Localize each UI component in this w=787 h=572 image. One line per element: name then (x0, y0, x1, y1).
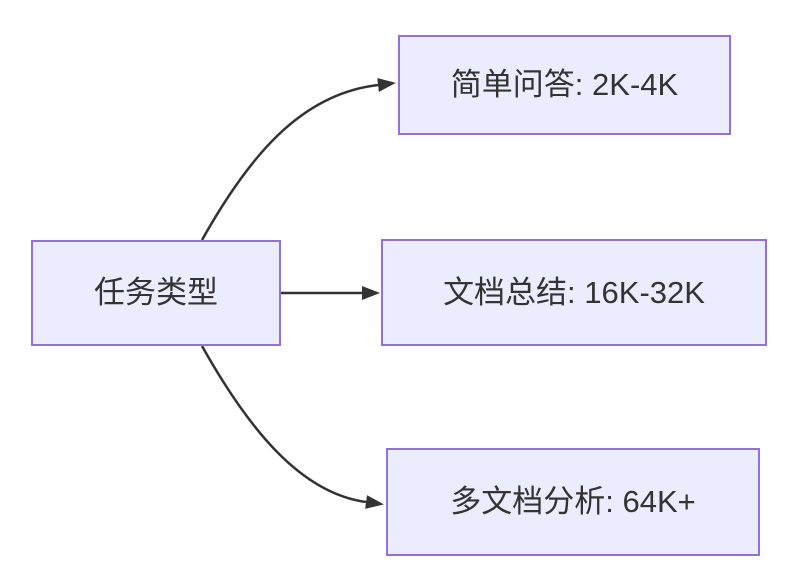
edge-root-to-simple-qa-arrow (200, 78, 396, 241)
node-simple-qa: 简单问答: 2K-4K (398, 35, 731, 135)
edge-root-to-multi-doc-arrow (200, 345, 384, 509)
node-task-type-label: 任务类型 (94, 275, 218, 311)
node-multi-doc-analysis-label: 多文档分析: 64K+ (450, 484, 696, 520)
node-simple-qa-label: 简单问答: 2K-4K (450, 67, 679, 103)
node-doc-summary: 文档总结: 16K-32K (381, 239, 767, 346)
node-multi-doc-analysis: 多文档分析: 64K+ (386, 448, 760, 556)
node-task-type: 任务类型 (31, 240, 281, 346)
node-doc-summary-label: 文档总结: 16K-32K (443, 274, 705, 310)
